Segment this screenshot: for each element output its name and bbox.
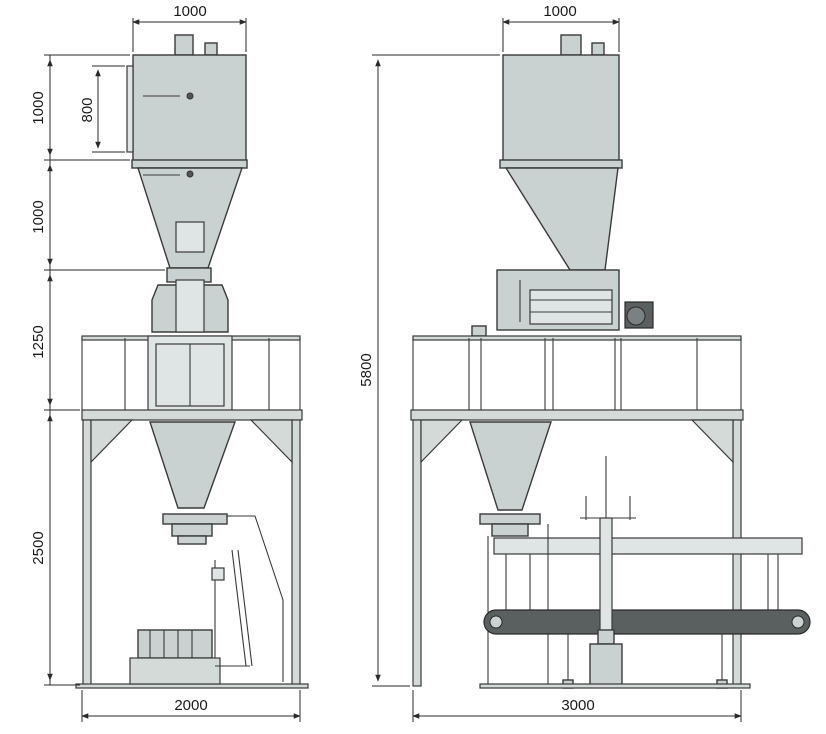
side-dimensions: 1000 5800 3000 bbox=[358, 3, 742, 722]
side-view: 1000 5800 3000 bbox=[358, 3, 811, 722]
front-hopper bbox=[126, 34, 248, 333]
front-platform bbox=[75, 335, 309, 689]
side-width-top-label: 1000 bbox=[543, 3, 576, 20]
front-height-label-2: 800 bbox=[79, 97, 96, 122]
front-height-label-3: 1000 bbox=[30, 200, 47, 233]
side-total-height-label: 5800 bbox=[358, 353, 375, 386]
front-width-bottom-label: 2000 bbox=[174, 697, 207, 714]
side-width-bottom-label: 3000 bbox=[561, 697, 594, 714]
front-dimensions: 1000 1000 800 1000 1250 2500 2000 bbox=[30, 3, 301, 722]
front-bagger bbox=[129, 421, 284, 685]
front-width-top-label: 1000 bbox=[173, 3, 206, 20]
side-bagger bbox=[469, 421, 811, 689]
front-height-label-1: 1000 bbox=[30, 91, 47, 124]
front-view: 1000 1000 800 1000 1250 2500 2000 bbox=[30, 3, 309, 722]
front-height-label-5: 2500 bbox=[30, 531, 47, 564]
side-hopper bbox=[471, 34, 654, 337]
front-height-label-4: 1250 bbox=[30, 325, 47, 358]
